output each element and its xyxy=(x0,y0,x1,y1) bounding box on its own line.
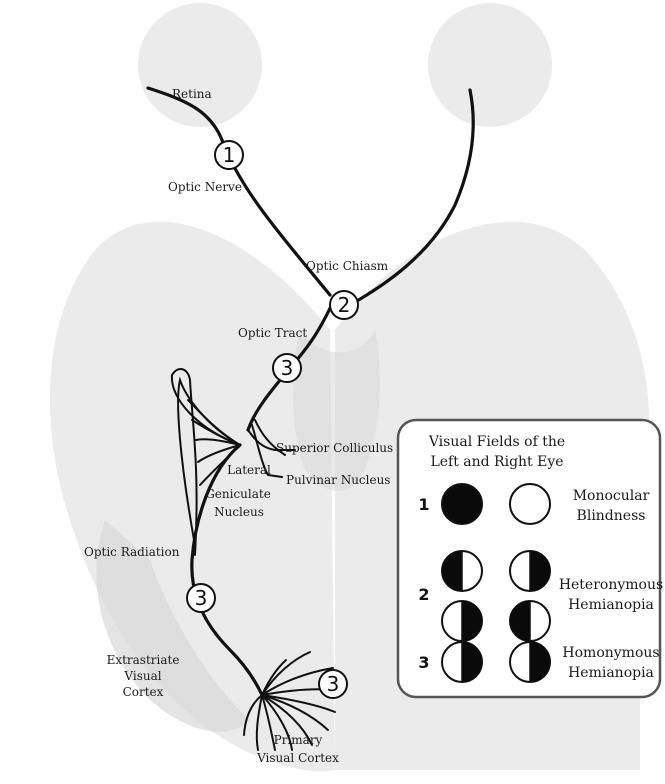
legend-row-label: Monocular xyxy=(573,488,650,504)
legend-row-label: Blindness xyxy=(577,508,646,524)
label-superior-colliculus: Superior Colliculus xyxy=(276,441,393,455)
field-left-eye-homonymous xyxy=(442,642,482,682)
legend-row-label: Hemianopia xyxy=(568,597,654,613)
svg-text:3: 3 xyxy=(281,356,294,380)
field-left-eye-lower xyxy=(442,601,482,641)
left-eyeball xyxy=(138,3,262,127)
marker-1: 1 xyxy=(215,141,243,169)
right-eyeball xyxy=(428,3,552,127)
label-lgn-3: Nucleus xyxy=(214,505,264,519)
label-optic-nerve: Optic Nerve xyxy=(168,180,242,194)
visual-field-legend: Visual Fields of the Left and Right Eye … xyxy=(398,420,663,697)
legend-row-label: Heteronymous xyxy=(559,577,663,593)
svg-text:3: 3 xyxy=(195,586,208,610)
label-lgn-1: Lateral xyxy=(227,463,271,477)
label-optic-radiation: Optic Radiation xyxy=(84,545,180,559)
marker-3-optic-radiation: 3 xyxy=(187,584,215,612)
legend-row-number: 1 xyxy=(418,495,429,514)
field-right-eye-upper xyxy=(510,551,550,591)
field-left-eye-upper xyxy=(442,551,482,591)
legend-title-1: Visual Fields of the xyxy=(428,434,565,450)
label-lgn-2: Geniculate xyxy=(205,487,271,501)
field-right-eye-lower xyxy=(510,601,550,641)
label-extrastriate-3: Cortex xyxy=(123,685,164,699)
label-extrastriate-2: Visual xyxy=(123,669,161,683)
label-primary-2: Visual Cortex xyxy=(256,751,339,765)
label-extrastriate-1: Extrastriate xyxy=(107,653,180,667)
legend-title-2: Left and Right Eye xyxy=(430,454,563,470)
svg-text:3: 3 xyxy=(327,672,340,696)
legend-row-number: 3 xyxy=(418,653,429,672)
label-optic-tract: Optic Tract xyxy=(238,326,307,340)
label-primary-1: Primary xyxy=(274,733,323,747)
svg-text:2: 2 xyxy=(338,293,351,317)
marker-3-optic-tract: 3 xyxy=(273,354,301,382)
legend-row-number: 2 xyxy=(418,585,429,604)
label-optic-chiasm: Optic Chiasm xyxy=(306,259,389,273)
svg-text:1: 1 xyxy=(223,143,236,167)
field-right-eye-homonymous xyxy=(510,642,550,682)
label-retina: Retina xyxy=(172,87,212,101)
marker-2: 2 xyxy=(330,291,358,319)
label-pulvinar: Pulvinar Nucleus xyxy=(286,473,390,487)
field-right-eye-normal xyxy=(510,484,550,524)
field-left-eye-blind xyxy=(442,484,482,524)
legend-row-label: Hemianopia xyxy=(568,665,654,681)
marker-3-visual-cortex: 3 xyxy=(319,670,347,698)
legend-row-label: Homonymous xyxy=(562,645,659,661)
